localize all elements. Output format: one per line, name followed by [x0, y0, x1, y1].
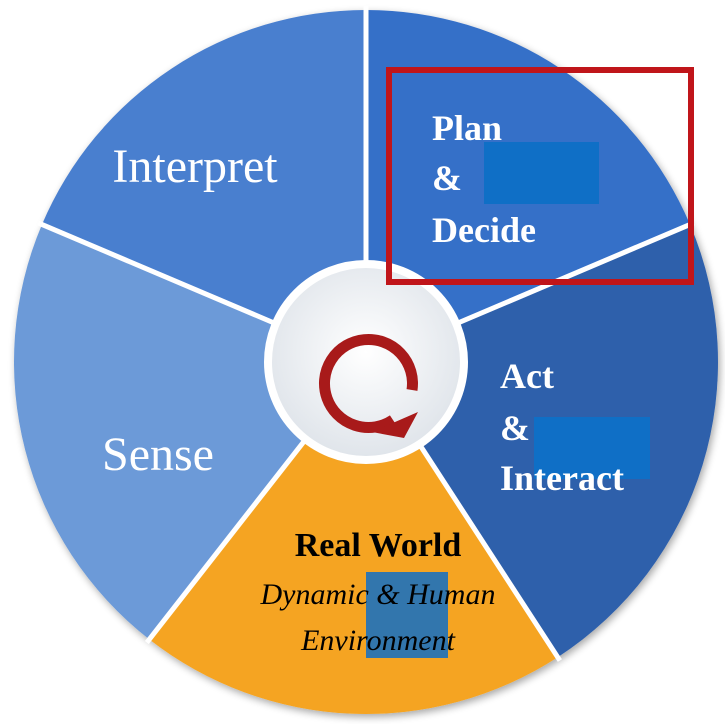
segment-real-world — [149, 437, 558, 715]
label-interact: Interact — [500, 458, 624, 498]
cycle-arrow-icon — [319, 333, 418, 438]
label-plan: Plan — [432, 108, 502, 148]
segment-separator — [37, 220, 279, 327]
segment-interpret — [41, 10, 366, 325]
label-decide: Decide — [432, 210, 536, 250]
segment-separator — [144, 436, 309, 645]
redaction-block — [366, 572, 448, 658]
label-environment: Environment — [300, 624, 456, 657]
label-real-world: Real World — [295, 527, 462, 564]
label-interpret: Interpret — [112, 140, 278, 193]
label-dynamic-human: Dynamic & Human — [260, 578, 496, 611]
segment-sense — [13, 224, 307, 640]
center-hub — [264, 260, 468, 464]
redaction-block — [534, 417, 650, 479]
segment-separator — [416, 441, 562, 662]
segment-separator — [453, 220, 695, 327]
label-sense: Sense — [102, 428, 214, 481]
label-act: Act — [500, 356, 554, 396]
segment-separators — [37, 6, 695, 662]
redaction-block — [484, 142, 599, 204]
label-plan-amp: & — [432, 158, 462, 198]
highlight-box — [386, 67, 694, 285]
label-act-amp: & — [500, 408, 530, 448]
